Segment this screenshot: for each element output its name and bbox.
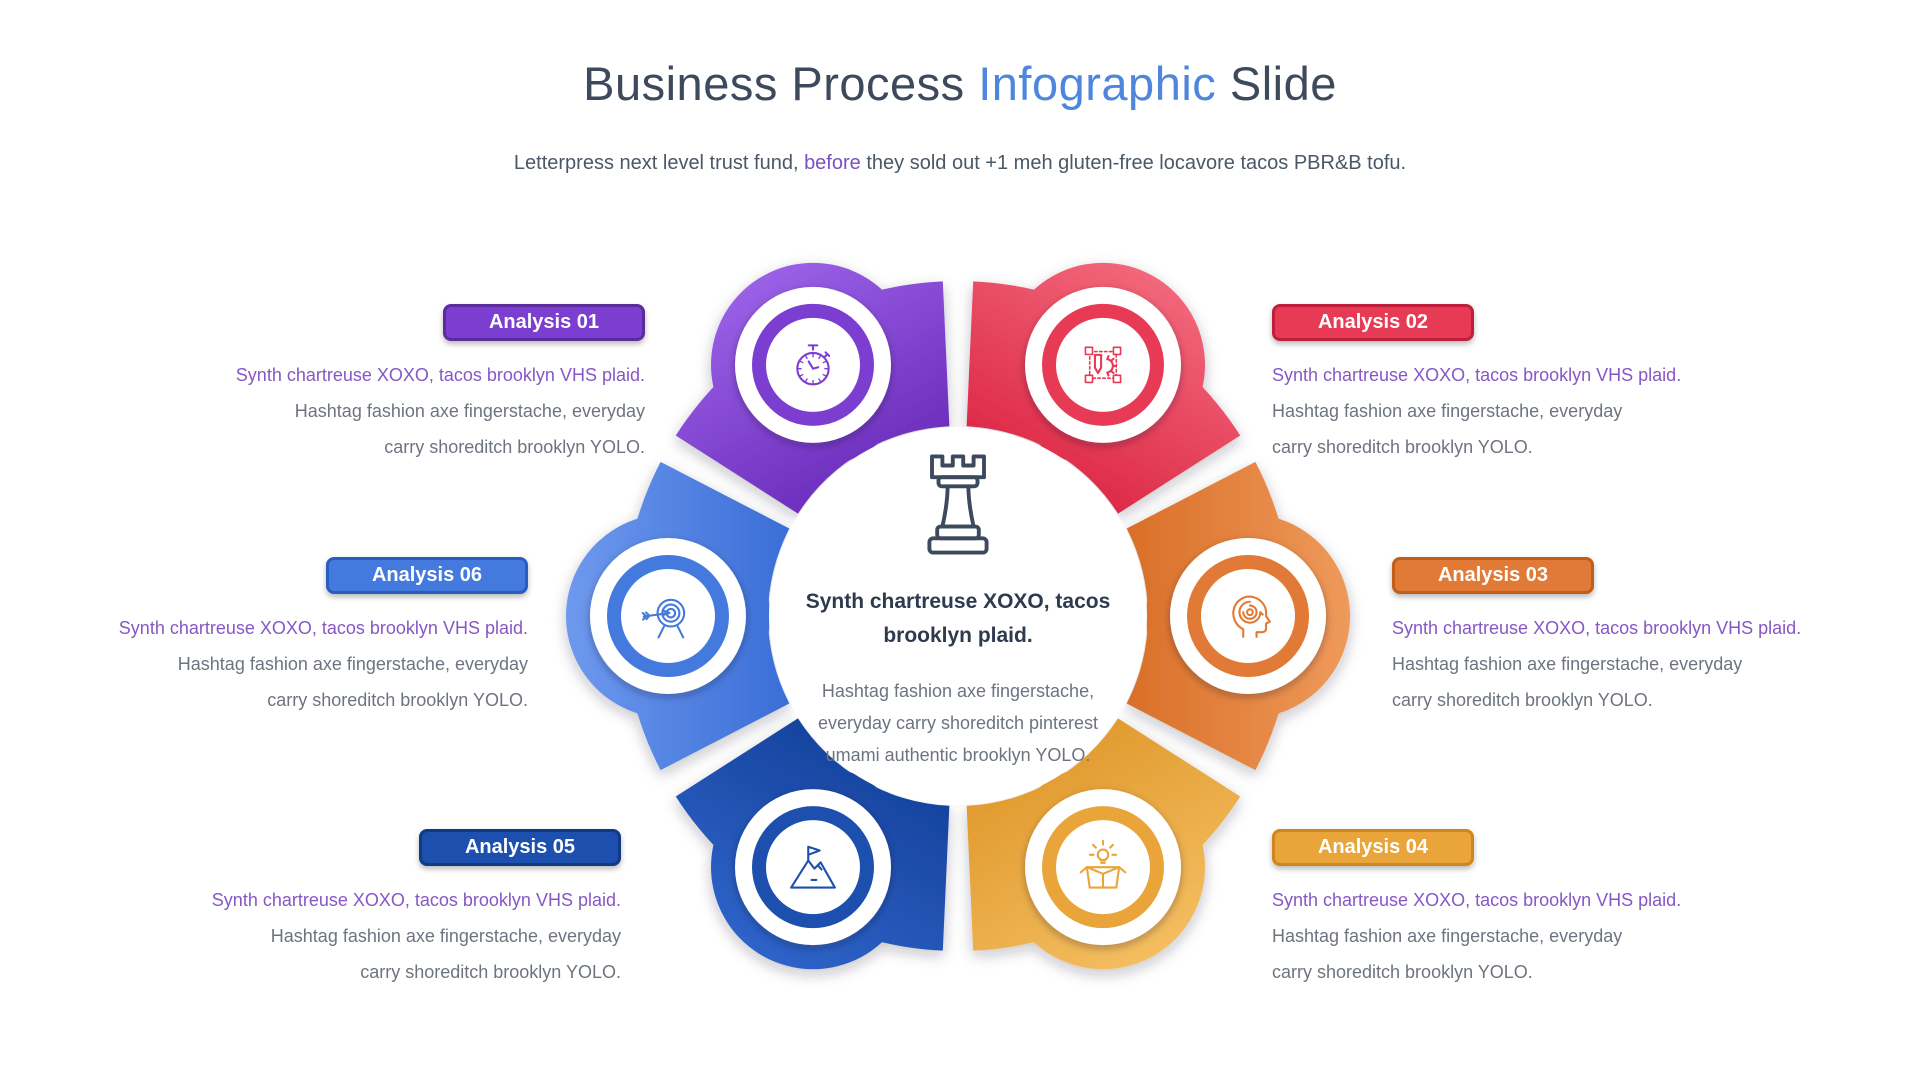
analysis-05-description: Synth chartreuse XOXO, tacos brooklyn VH… — [212, 882, 621, 990]
description-line: Hashtag fashion axe fingerstache, everyd… — [1272, 401, 1623, 421]
subtitle-accent: before — [804, 152, 861, 174]
analysis-03-label: Analysis 03 — [1437, 564, 1549, 586]
description-accent-line: Synth chartreuse XOXO, tacos brooklyn VH… — [1272, 365, 1682, 385]
title-suffix: Slide — [1229, 57, 1337, 110]
title-prefix: Business Process — [583, 57, 965, 110]
analysis-03-description: Synth chartreuse XOXO, tacos brooklyn VH… — [1392, 610, 1801, 718]
analysis-05-block: Analysis 05 Synth chartreuse XOXO, tacos… — [191, 829, 621, 990]
analysis-03-badge: Analysis 03 — [1392, 557, 1594, 594]
analysis-06-label: Analysis 06 — [371, 564, 483, 586]
analysis-01-badge: Analysis 01 — [443, 304, 645, 341]
description-line: carry shoreditch brooklyn YOLO. — [1272, 437, 1533, 457]
analysis-05-badge: Analysis 05 — [419, 829, 621, 866]
design-icon — [1084, 346, 1122, 384]
description-line: Hashtag fashion axe fingerstache, everyd… — [294, 401, 645, 421]
analysis-04-badge: Analysis 04 — [1272, 829, 1474, 866]
subtitle-prefix: Letterpress next level trust fund, — [513, 152, 799, 174]
wheel-center-text: Synth chartreuse XOXO, tacos brooklyn pl… — [738, 585, 1178, 771]
analysis-06-badge: Analysis 06 — [326, 557, 528, 594]
analysis-06-description: Synth chartreuse XOXO, tacos brooklyn VH… — [119, 610, 528, 718]
center-body-line: everyday carry shoreditch pinterest — [817, 713, 1099, 733]
analysis-02-label: Analysis 02 — [1317, 311, 1429, 333]
description-accent-line: Synth chartreuse XOXO, tacos brooklyn VH… — [211, 890, 621, 910]
analysis-02-badge: Analysis 02 — [1272, 304, 1474, 341]
title-accent: Infographic — [978, 57, 1217, 110]
wheel-center-heading: Synth chartreuse XOXO, tacos brooklyn pl… — [738, 585, 1178, 653]
slide-title: Business Process Infographic Slide — [0, 56, 1920, 111]
analysis-06-block: Analysis 06 Synth chartreuse XOXO, tacos… — [98, 557, 528, 718]
analysis-04-block: Analysis 04 Synth chartreuse XOXO, tacos… — [1272, 829, 1702, 990]
center-heading-line: Synth chartreuse XOXO, tacos — [805, 590, 1111, 613]
subtitle-suffix: they sold out +1 meh gluten-free locavor… — [866, 152, 1407, 174]
step-circle-analysis-04 — [1025, 789, 1181, 946]
wheel-center-body: Hashtag fashion axe fingerstache, everyd… — [738, 675, 1178, 771]
step-circle-analysis-03 — [1170, 538, 1326, 694]
description-line: carry shoreditch brooklyn YOLO. — [1392, 690, 1653, 710]
analysis-04-description: Synth chartreuse XOXO, tacos brooklyn VH… — [1272, 882, 1681, 990]
description-line: Hashtag fashion axe fingerstache, everyd… — [177, 654, 528, 674]
center-heading-line: brooklyn plaid. — [883, 624, 1033, 647]
description-accent-line: Synth chartreuse XOXO, tacos brooklyn VH… — [118, 618, 528, 638]
step-circle-analysis-01 — [735, 286, 891, 443]
rook-icon — [927, 454, 989, 555]
process-wheel — [566, 262, 1350, 970]
analysis-02-block: Analysis 02 Synth chartreuse XOXO, tacos… — [1272, 304, 1702, 465]
description-line: carry shoreditch brooklyn YOLO. — [384, 437, 645, 457]
description-line: carry shoreditch brooklyn YOLO. — [1272, 962, 1533, 982]
step-circle-analysis-06 — [590, 538, 746, 694]
mountain-flag-icon — [790, 845, 836, 889]
description-line: Hashtag fashion axe fingerstache, everyd… — [1392, 654, 1743, 674]
description-accent-line: Synth chartreuse XOXO, tacos brooklyn VH… — [1392, 618, 1802, 638]
wheel-center-disc — [769, 427, 1147, 805]
description-accent-line: Synth chartreuse XOXO, tacos brooklyn VH… — [1272, 890, 1682, 910]
slide-subtitle: Letterpress next level trust fund, befor… — [0, 152, 1920, 175]
center-body-line: umami authentic brooklyn YOLO. — [825, 745, 1091, 765]
description-accent-line: Synth chartreuse XOXO, tacos brooklyn VH… — [235, 365, 645, 385]
box-idea-icon — [1079, 839, 1127, 889]
center-body-line: Hashtag fashion axe fingerstache, — [821, 681, 1095, 701]
analysis-01-label: Analysis 01 — [488, 311, 600, 333]
step-circle-analysis-02 — [1025, 286, 1181, 443]
analysis-02-description: Synth chartreuse XOXO, tacos brooklyn VH… — [1272, 357, 1681, 465]
analysis-03-block: Analysis 03 Synth chartreuse XOXO, tacos… — [1392, 557, 1822, 718]
stopwatch-icon — [796, 344, 831, 386]
description-line: Hashtag fashion axe fingerstache, everyd… — [270, 926, 621, 946]
analysis-01-block: Analysis 01 Synth chartreuse XOXO, tacos… — [215, 304, 645, 465]
analysis-04-label: Analysis 04 — [1317, 836, 1429, 858]
description-line: carry shoreditch brooklyn YOLO. — [267, 690, 528, 710]
target-arrow-icon — [641, 598, 686, 639]
head-maze-icon — [1232, 595, 1271, 638]
analysis-05-label: Analysis 05 — [464, 836, 576, 858]
description-line: carry shoreditch brooklyn YOLO. — [360, 962, 621, 982]
step-circle-analysis-05 — [735, 789, 891, 946]
description-line: Hashtag fashion axe fingerstache, everyd… — [1272, 926, 1623, 946]
analysis-01-description: Synth chartreuse XOXO, tacos brooklyn VH… — [236, 357, 645, 465]
